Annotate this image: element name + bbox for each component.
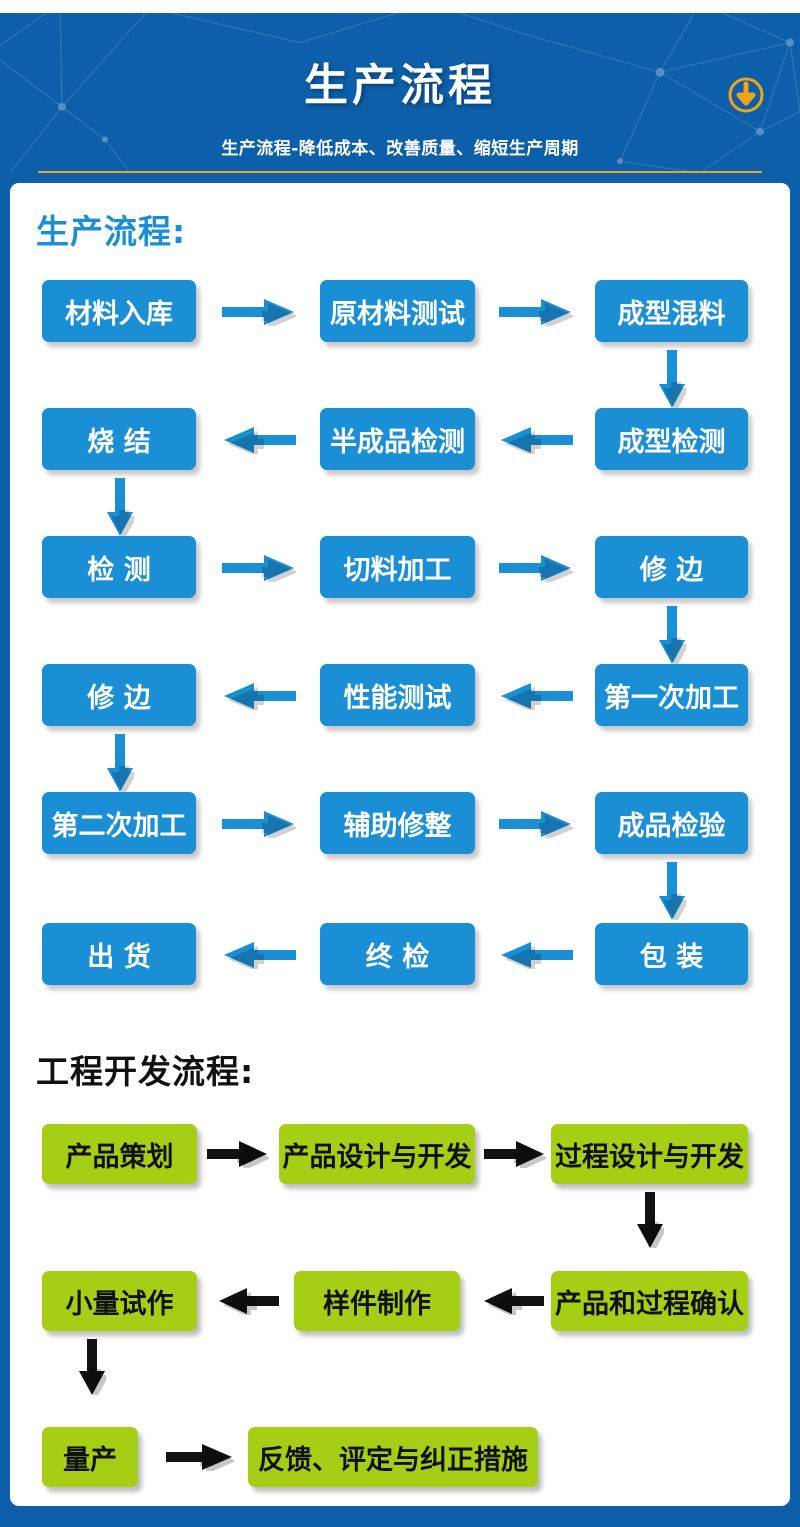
node-material-warehouse[interactable]: 材料入库 (42, 280, 196, 342)
arrow-right-icon (222, 554, 296, 582)
arrow-down-icon (658, 862, 686, 920)
node-packaging[interactable]: 包 装 (595, 923, 748, 985)
arrow-left-icon (222, 426, 296, 454)
arrow-down-icon (636, 1192, 664, 1248)
download-circle-icon[interactable] (727, 76, 765, 114)
header-divider (38, 171, 762, 173)
node-sintering[interactable]: 烧 结 (42, 408, 196, 470)
node-forming-inspection[interactable]: 成型检测 (595, 408, 748, 470)
arrow-right-icon (207, 1140, 269, 1168)
node-semifinished-inspection[interactable]: 半成品检测 (320, 408, 475, 470)
node-small-batch-trial[interactable]: 小量试作 (42, 1271, 197, 1331)
node-cutting-processing[interactable]: 切料加工 (320, 536, 475, 598)
arrow-left-icon (222, 682, 296, 710)
node-process-design-development[interactable]: 过程设计与开发 (551, 1124, 748, 1184)
arrow-right-icon (499, 298, 573, 326)
node-second-machining[interactable]: 第二次加工 (42, 792, 196, 854)
arrow-right-icon (499, 554, 573, 582)
node-inspection[interactable]: 检 测 (42, 536, 196, 598)
arrow-down-icon (106, 734, 134, 792)
node-shipping[interactable]: 出 货 (42, 923, 196, 985)
node-final-inspection[interactable]: 终 检 (320, 923, 475, 985)
arrow-right-icon (499, 810, 573, 838)
arrow-down-icon (658, 350, 686, 408)
node-first-machining[interactable]: 第一次加工 (595, 664, 748, 726)
arrow-left-icon (499, 426, 573, 454)
node-product-design-development[interactable]: 产品设计与开发 (279, 1124, 475, 1184)
arrow-down-icon (78, 1339, 106, 1395)
node-sample-making[interactable]: 样件制作 (294, 1271, 460, 1331)
node-finished-inspection[interactable]: 成品检验 (595, 792, 748, 854)
arrow-left-icon (499, 682, 573, 710)
arrow-left-icon (482, 1287, 544, 1315)
arrow-right-icon (222, 298, 296, 326)
arrow-left-icon (222, 941, 296, 969)
page-title: 生产流程 (304, 60, 496, 111)
node-mass-production[interactable]: 量产 (42, 1427, 138, 1487)
arrow-left-icon (217, 1287, 279, 1315)
node-trimming-2[interactable]: 修 边 (42, 664, 196, 726)
arrow-down-icon (658, 606, 686, 664)
node-raw-material-test[interactable]: 原材料测试 (320, 280, 475, 342)
node-feedback-assessment-corrective[interactable]: 反馈、评定与纠正措施 (248, 1427, 538, 1487)
section-heading-production: 生产流程: (36, 212, 187, 251)
node-trimming-1[interactable]: 修 边 (595, 536, 748, 598)
arrow-right-icon (166, 1443, 234, 1471)
page-header: 生产流程 生产流程-降低成本、改善质量、缩短生产周期 (0, 13, 800, 175)
node-auxiliary-finishing[interactable]: 辅助修整 (320, 792, 475, 854)
node-performance-test[interactable]: 性能测试 (320, 664, 475, 726)
arrow-right-icon (484, 1140, 546, 1168)
arrow-down-icon (106, 478, 134, 536)
arrow-left-icon (499, 941, 573, 969)
page-subtitle: 生产流程-降低成本、改善质量、缩短生产周期 (221, 139, 579, 159)
node-product-planning[interactable]: 产品策划 (42, 1124, 197, 1184)
section-heading-engineering: 工程开发流程: (36, 1052, 255, 1091)
arrow-right-icon (222, 810, 296, 838)
network-pattern-decoration (0, 13, 800, 173)
node-forming-mixing[interactable]: 成型混料 (595, 280, 748, 342)
node-product-process-validation[interactable]: 产品和过程确认 (551, 1271, 748, 1331)
